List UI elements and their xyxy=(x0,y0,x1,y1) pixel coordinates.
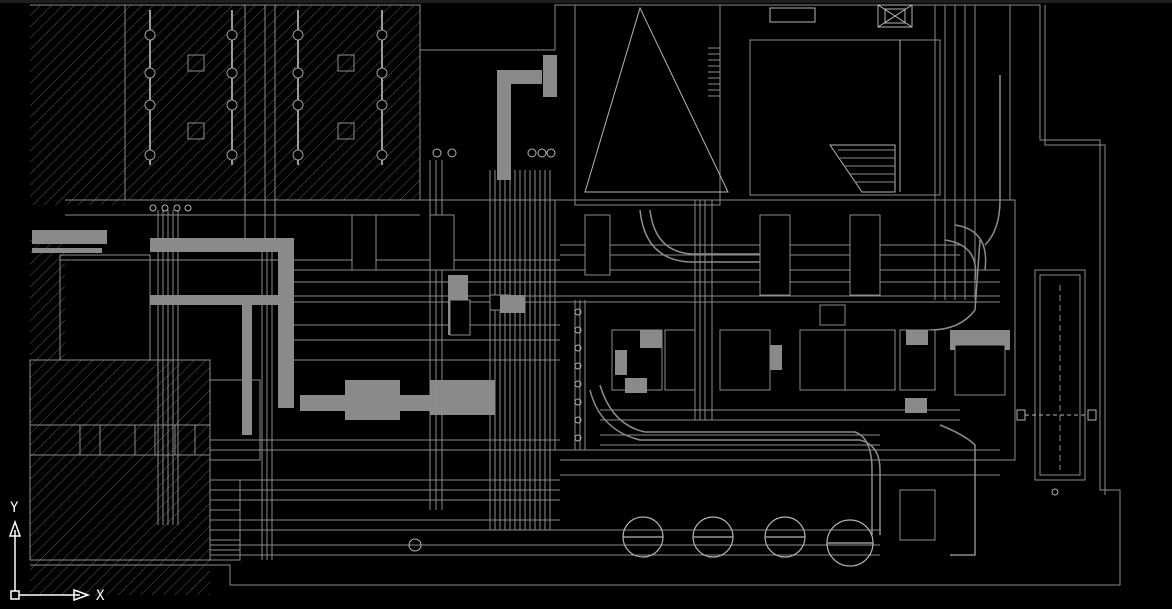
top-right-box xyxy=(769,4,913,28)
duct-elbows xyxy=(589,75,1001,556)
section-markers xyxy=(1016,409,1097,421)
roof-triangle xyxy=(584,6,901,193)
storage-tanks xyxy=(622,516,874,567)
hatch-zone-left-top xyxy=(30,5,125,205)
equipment-columns xyxy=(144,5,388,250)
staircases xyxy=(209,47,895,561)
valve-markers xyxy=(149,148,1059,552)
hatched-zones xyxy=(30,5,420,595)
openings xyxy=(187,54,355,140)
ucs-x-label: X xyxy=(96,588,105,604)
pipe-bundles xyxy=(157,5,976,560)
ucs-icon xyxy=(8,519,91,602)
title-bar-strip xyxy=(0,0,1172,3)
equipment-fills xyxy=(355,295,928,415)
equipment-blocks xyxy=(351,214,1006,541)
horizontal-pipes xyxy=(60,244,1000,556)
hatch-zone-left-mid xyxy=(30,240,65,360)
building-walls xyxy=(29,4,1121,586)
ucs-y-label: Y xyxy=(10,500,19,516)
hatch-zone-top-middle xyxy=(125,5,420,200)
hatch-zone-left-bottom xyxy=(30,360,210,595)
